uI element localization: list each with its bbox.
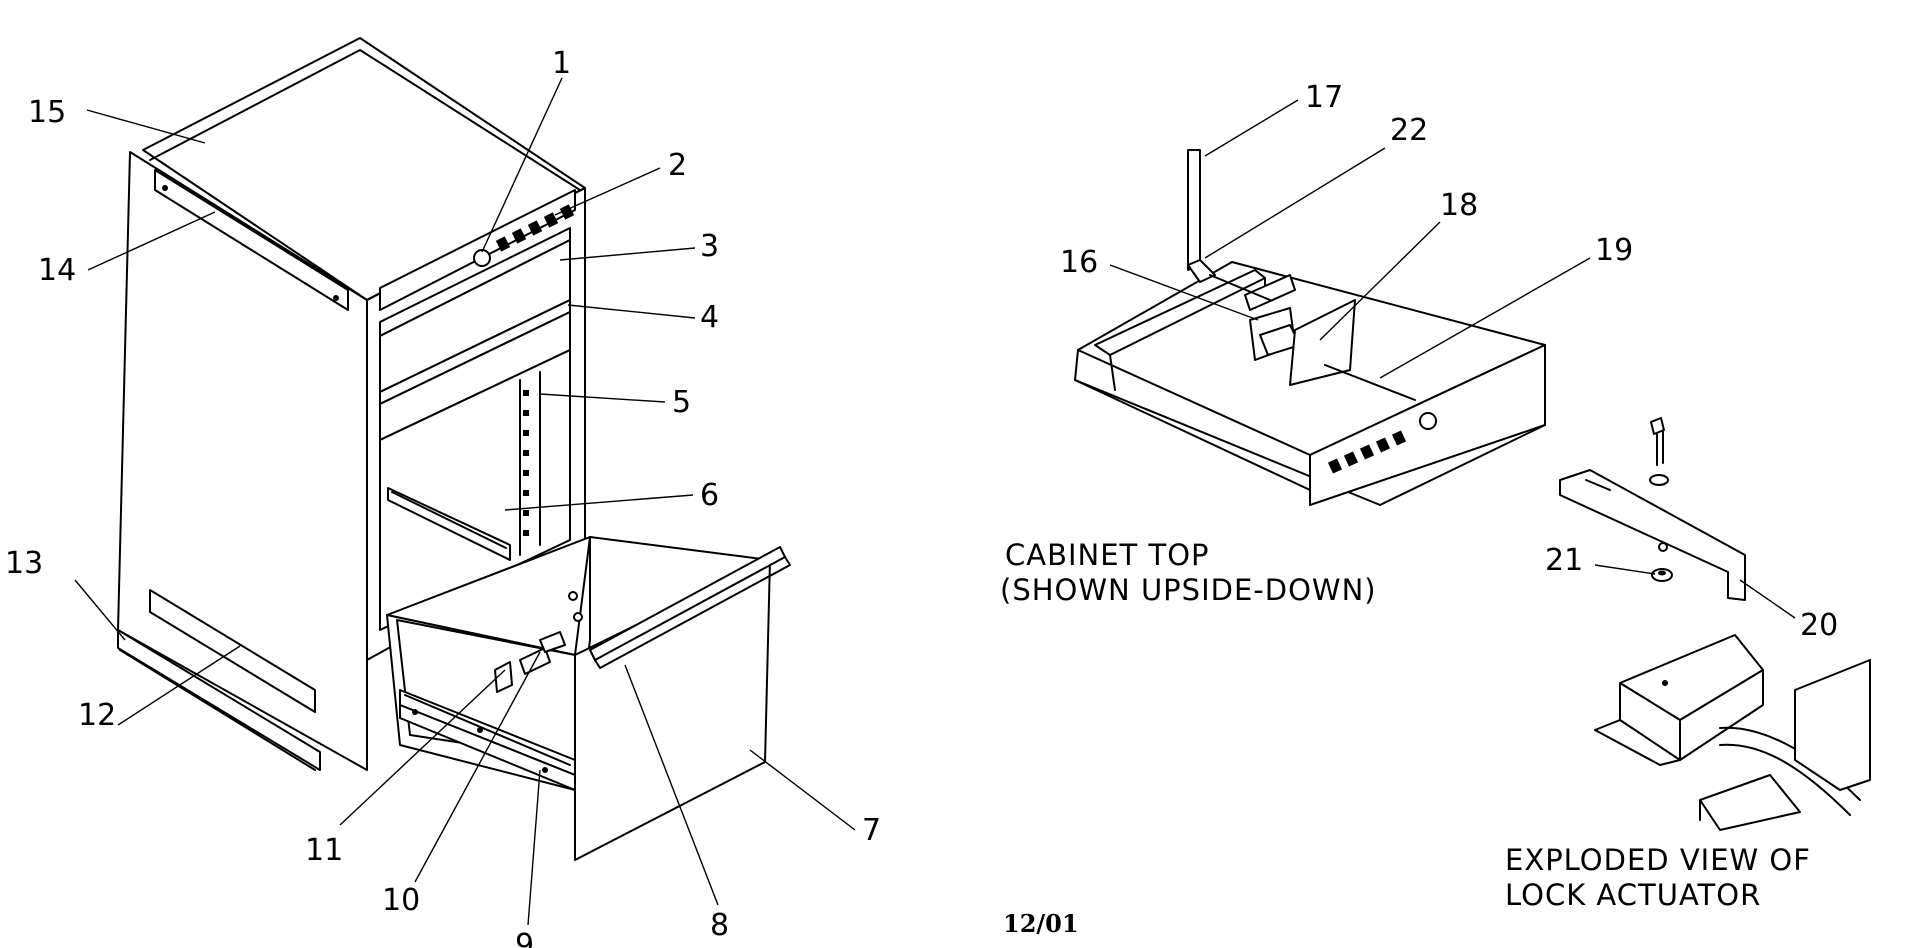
callout-12: 12 — [78, 698, 116, 733]
callout-4: 4 — [700, 300, 719, 335]
callout-10: 10 — [382, 883, 420, 918]
lock-actuator-caption-line2: LOCK ACTUATOR — [1505, 878, 1761, 912]
callout-5: 5 — [672, 385, 691, 420]
callout-16: 16 — [1060, 245, 1098, 280]
cabinet-top-caption-line1: CABINET TOP — [1005, 538, 1210, 572]
callout-17: 17 — [1305, 80, 1343, 115]
callout-3: 3 — [700, 229, 719, 264]
lock-knob — [473, 249, 491, 267]
revision-date: 12/01 — [1003, 909, 1079, 938]
callout-2: 2 — [668, 148, 687, 183]
callout-numbers: 1 2 3 4 5 6 7 8 9 10 11 12 13 14 15 16 1… — [5, 46, 1838, 948]
callout-1: 1 — [552, 46, 571, 81]
callout-15: 15 — [28, 95, 66, 130]
callout-6: 6 — [700, 478, 719, 513]
callout-21: 21 — [1545, 543, 1583, 578]
cabinet-top-caption-line2: (SHOWN UPSIDE-DOWN) — [1000, 573, 1377, 607]
callout-22: 22 — [1390, 113, 1428, 148]
captions: CABINET TOP (SHOWN UPSIDE-DOWN) EXPLODED… — [1000, 538, 1811, 938]
lock-actuator-drawing — [1559, 417, 1871, 831]
callout-19: 19 — [1595, 233, 1633, 268]
actuator-arm — [1559, 469, 1746, 601]
callout-11: 11 — [305, 833, 343, 868]
callout-9: 9 — [515, 928, 534, 948]
leader-lines — [74, 77, 1796, 926]
callout-20: 20 — [1800, 608, 1838, 643]
actuator-rod — [1187, 149, 1201, 271]
callout-14: 14 — [38, 253, 76, 288]
callout-7: 7 — [862, 813, 881, 848]
callout-13: 13 — [5, 546, 43, 581]
callout-18: 18 — [1440, 188, 1478, 223]
lock-actuator-caption-line1: EXPLODED VIEW OF — [1505, 843, 1811, 877]
callout-8: 8 — [710, 908, 729, 943]
cabinet-drawing — [117, 37, 586, 771]
